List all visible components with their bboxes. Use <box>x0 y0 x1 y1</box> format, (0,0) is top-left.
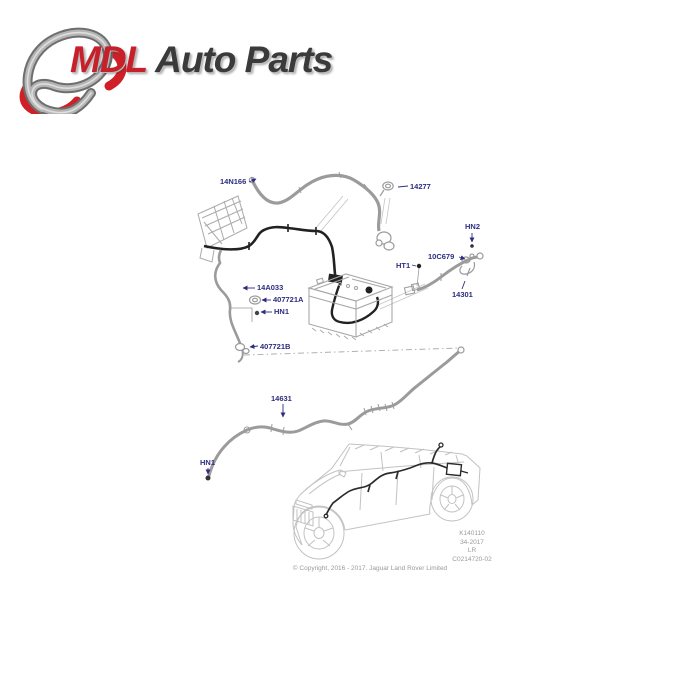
bracket-10c679 <box>459 253 476 277</box>
nut-hn1-upper <box>254 310 260 316</box>
copyright-text: © Copyright, 2016 - 2017. Jaguar Land Ro… <box>292 565 448 572</box>
callout-leaders <box>205 178 475 475</box>
terminal-clamp <box>375 231 395 251</box>
ring-terminal-14277 <box>379 181 394 197</box>
underfloor-harness-14631 <box>207 346 465 477</box>
washer-407721a <box>248 295 262 305</box>
logo-swirl-icon <box>19 27 127 114</box>
callout-ht1: HT1 <box>396 261 411 270</box>
figure-code-line3: LR <box>467 547 477 555</box>
fitting-407721b <box>234 342 250 355</box>
figure-code-line4: C0214720-02 <box>452 555 492 563</box>
callout-14a033: 14A033 <box>257 283 284 292</box>
callout-10c679: 10C679 <box>428 252 455 261</box>
body-harness <box>323 442 469 519</box>
bolt-ht1 <box>416 263 422 269</box>
callout-407721a: 407721A <box>273 295 304 304</box>
brand-name-secondary: Auto Parts <box>155 39 333 80</box>
callout-14301: 14301 <box>452 290 473 299</box>
figure-code-line1: K140110 <box>459 530 485 537</box>
callout-14631: 14631 <box>271 394 292 403</box>
figure-code-block: K140110 34-2017 LR C0214720-02 <box>436 530 508 564</box>
callout-14n166: 14N166 <box>220 177 247 186</box>
left-branch-cable <box>213 249 253 363</box>
callout-hn1-upper: HN1 <box>274 307 290 316</box>
rear-cable-14301 <box>403 252 484 296</box>
engine-bracket <box>197 195 248 263</box>
callout-407721b: 407721B <box>260 342 291 351</box>
nut-hn2 <box>470 244 474 248</box>
callout-14277: 14277 <box>410 182 431 191</box>
positive-cable <box>248 171 382 232</box>
pointer-lines <box>314 195 429 310</box>
battery <box>307 273 394 341</box>
figure-code-line2: 34-2017 <box>460 538 484 546</box>
brand-name-primary: MDL <box>70 39 148 80</box>
vehicle-outline <box>292 443 481 560</box>
callout-hn1-lower: HN1 <box>200 458 216 467</box>
callout-hn2: HN2 <box>465 222 481 231</box>
bolt-hn1-lower <box>205 475 211 481</box>
